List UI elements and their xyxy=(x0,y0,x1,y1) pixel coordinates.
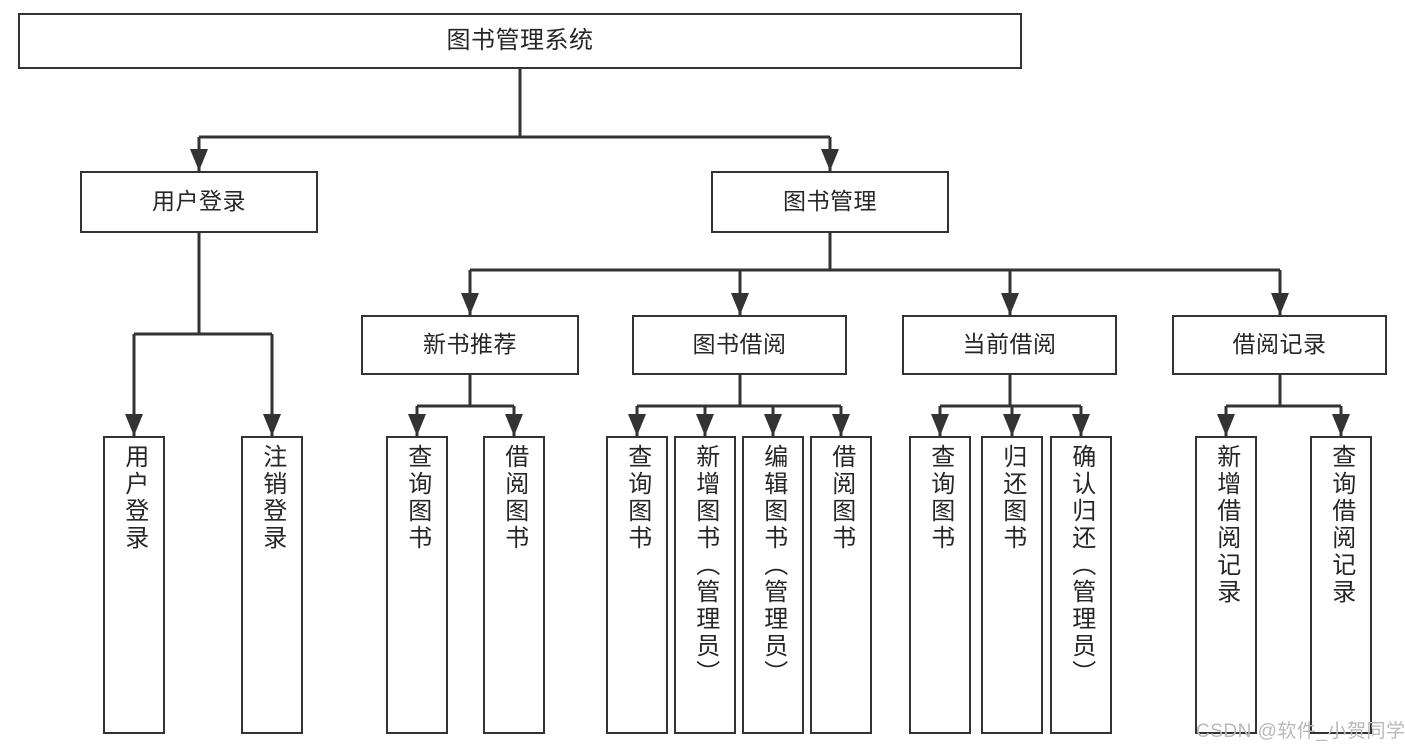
node-bo-edit[interactable]: 编辑图书（管理员） xyxy=(742,436,804,734)
arrow-head xyxy=(1217,414,1235,436)
node-current[interactable]: 当前借阅 xyxy=(902,315,1117,375)
node-label: 图书管理系统 xyxy=(446,26,594,54)
node-label: 确认归还（管理员） xyxy=(1067,444,1095,687)
node-nb-borrow[interactable]: 借阅图书 xyxy=(483,436,545,734)
arrow-head xyxy=(1001,293,1019,315)
arrow-head xyxy=(931,414,949,436)
node-label: 编辑图书（管理员） xyxy=(759,444,787,687)
node-re-query[interactable]: 查询借阅记录 xyxy=(1310,436,1372,734)
node-userlogout[interactable]: 注销登录 xyxy=(241,436,303,734)
arrow-head xyxy=(1003,414,1021,436)
node-label: 查询图书 xyxy=(623,444,651,552)
node-nb-query[interactable]: 查询图书 xyxy=(386,436,448,734)
node-label: 查询借阅记录 xyxy=(1327,444,1355,606)
arrow-head xyxy=(1332,414,1350,436)
node-cu-return[interactable]: 归还图书 xyxy=(981,436,1043,734)
node-cu-query[interactable]: 查询图书 xyxy=(909,436,971,734)
node-userlogin[interactable]: 用户登录 xyxy=(103,436,165,734)
node-label: 查询图书 xyxy=(403,444,431,552)
node-label: 新增图书（管理员） xyxy=(691,444,719,687)
node-label: 借阅图书 xyxy=(827,444,855,552)
arrow-head xyxy=(1072,414,1090,436)
node-label: 借阅记录 xyxy=(1232,331,1327,358)
arrow-head xyxy=(505,414,523,436)
node-login[interactable]: 用户登录 xyxy=(80,171,318,233)
node-bo-query[interactable]: 查询图书 xyxy=(606,436,668,734)
arrow-head xyxy=(731,293,749,315)
node-label: 新增借阅记录 xyxy=(1212,444,1240,606)
node-label: 注销登录 xyxy=(258,444,286,552)
node-re-add[interactable]: 新增借阅记录 xyxy=(1195,436,1257,734)
node-label: 图书管理 xyxy=(783,188,877,215)
arrow-head xyxy=(190,149,208,171)
node-label: 归还图书 xyxy=(998,444,1026,552)
node-label: 当前借阅 xyxy=(962,331,1057,358)
node-records[interactable]: 借阅记录 xyxy=(1172,315,1387,375)
arrow-head xyxy=(263,414,281,436)
arrow-head xyxy=(125,414,143,436)
node-cu-confirm[interactable]: 确认归还（管理员） xyxy=(1050,436,1112,734)
node-bo-add[interactable]: 新增图书（管理员） xyxy=(674,436,736,734)
node-label: 查询图书 xyxy=(926,444,954,552)
node-newbook[interactable]: 新书推荐 xyxy=(361,315,579,375)
node-root[interactable]: 图书管理系统 xyxy=(18,13,1022,69)
arrow-head xyxy=(832,414,850,436)
arrow-head xyxy=(628,414,646,436)
arrow-head xyxy=(1271,293,1289,315)
arrow-head xyxy=(821,149,839,171)
watermark: CSDN @软件_小贺同学 xyxy=(1196,721,1405,742)
node-bo-borrow[interactable]: 借阅图书 xyxy=(810,436,872,734)
node-bookmgmt[interactable]: 图书管理 xyxy=(711,171,949,233)
node-label: 用户登录 xyxy=(152,188,246,215)
arrow-head xyxy=(696,414,714,436)
node-label: 新书推荐 xyxy=(423,331,517,358)
node-label: 用户登录 xyxy=(120,444,148,552)
arrow-head xyxy=(461,293,479,315)
arrow-head xyxy=(408,414,426,436)
arrow-head xyxy=(764,414,782,436)
node-label: 借阅图书 xyxy=(500,444,528,552)
node-borrow[interactable]: 图书借阅 xyxy=(632,315,847,375)
node-label: 图书借阅 xyxy=(692,331,787,358)
